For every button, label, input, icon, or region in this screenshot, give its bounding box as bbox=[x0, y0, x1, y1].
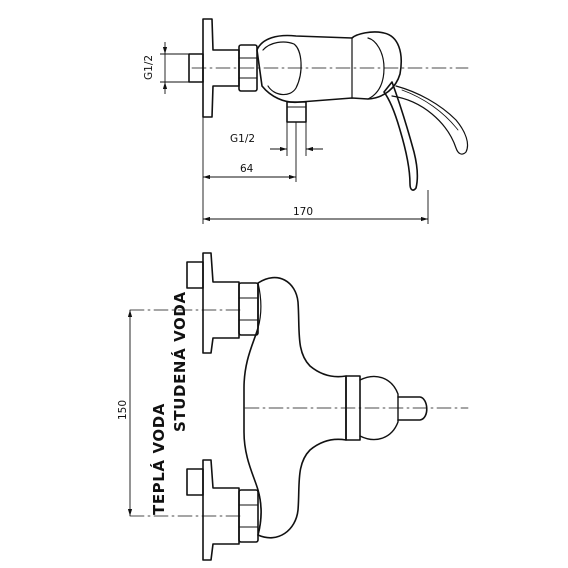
mixer-lever bbox=[383, 81, 419, 191]
inlet-thread-dimension: G1/2 bbox=[143, 55, 155, 80]
dimension-64: 64 bbox=[240, 163, 254, 175]
connection-nut bbox=[238, 44, 258, 92]
cold-water-label: STUDENÁ VODA bbox=[170, 291, 189, 432]
cold-inlet-thread bbox=[186, 261, 204, 289]
front-view bbox=[129, 252, 469, 561]
outlet-thread bbox=[286, 101, 307, 123]
dimension-170: 170 bbox=[293, 206, 313, 218]
hot-nut bbox=[238, 489, 259, 543]
side-view-dimensions bbox=[160, 42, 429, 224]
cartridge bbox=[345, 375, 361, 441]
outlet-thread-dimension: G1/2 bbox=[230, 133, 255, 145]
dimension-150: 150 bbox=[117, 400, 129, 420]
cold-nut bbox=[238, 282, 259, 336]
lever-front bbox=[397, 396, 428, 421]
hot-water-label: TEPLÁ VODA bbox=[149, 403, 168, 515]
mixer-body-front bbox=[243, 276, 347, 539]
hot-flange bbox=[202, 459, 240, 561]
hot-inlet-thread bbox=[186, 468, 204, 496]
cold-flange bbox=[202, 252, 240, 354]
side-view bbox=[188, 18, 469, 191]
